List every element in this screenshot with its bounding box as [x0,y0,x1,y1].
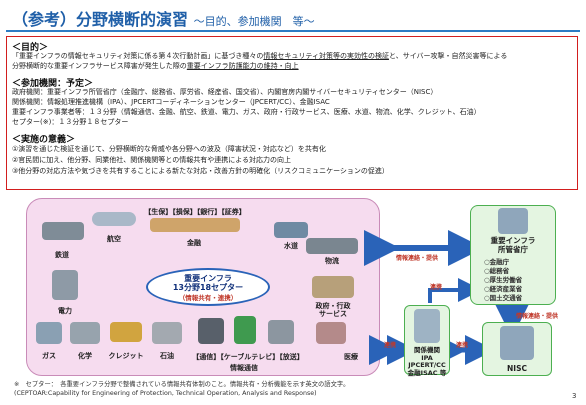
tag-nonlife-insurance: 【損保】 [172,208,197,216]
footnote-line-2: (CEPTOAR:Capability for Engineering of P… [14,389,317,397]
hub-title-line-1: 重要インフラ [184,274,232,283]
related-line-3: JPCERT/CC [408,361,446,369]
related-line-1: 関係機関 [414,346,440,354]
slide-header [0,0,586,34]
ministry-meti: ○経済産業省 [484,285,523,293]
airplane-icon [92,212,136,226]
arrow-related-ministries [428,278,482,303]
nisc-building-icon [500,326,534,360]
label-link-2: 連携 [456,342,469,349]
sector-chemical: 化学 [78,352,92,360]
chemical-plant-icon [70,322,100,344]
purpose-text-e: 重要インフラ防護能力の維持・向上 [186,62,299,70]
sector-oil: 石油 [160,352,174,360]
ceptoar-hub-subtitle: （情報共有・連携） [178,294,238,302]
ministries-title: 重要インフラ 所管省庁 [470,236,556,254]
power-tower-icon [52,270,78,300]
government-icon [312,276,354,298]
participants-line-1: 政府機関：重要インフラ所管省庁（金融庁、総務省、厚労省、経産省、国交省）、内閣官… [12,88,438,96]
ministry-mic: ○総務省 [484,267,510,275]
header-rule [6,30,580,32]
footnote: ※ セプター： 各重要インフラ分野で整備されている情報共有体制のこと。情報共有・… [14,381,349,398]
ministry-mhlw: ○厚生労働省 [484,276,523,284]
purpose-heading: ＜目的＞ [12,43,49,53]
finance-tags: 【生保】【損保】【銀行】【証券】 [140,207,250,217]
broadcast-icon [268,320,294,344]
tag-bank: 【銀行】 [196,208,222,216]
finance-icon [150,218,240,232]
title-subtitle: ～目的、参加機関 等～ [193,15,315,28]
hospital-icon [316,322,346,344]
ministry-fsa: ○金融庁 [484,258,510,266]
sector-gas: ガス [42,352,56,360]
sector-aviation: 航空 [107,235,121,243]
oil-refinery-icon [152,322,182,344]
page-number: 3 [572,392,577,400]
tag-securities: 【証券】 [221,208,246,216]
significance-line-2: ②官民間に加え、他分野、同業他社、関係機関等との情報共有や連携による対応力の向上 [12,156,291,164]
sector-gov-services: 政府・行政 サービス [315,302,351,318]
significance-line-1: ①演習を通じた検証を通じて、分野横断的な脅威や各分野への波及（障害状況・対応など… [12,145,326,153]
logistics-icon [306,238,358,254]
label-link-1: 連携 [384,342,397,349]
ceptoar-hub [146,268,270,306]
credit-card-icon [110,322,142,342]
footnote-line-1: ※ セプター： 各重要インフラ分野で整備されている情報共有体制のこと。情報共有・… [14,381,350,388]
info-box [6,36,578,190]
ministry-building-icon [498,208,528,234]
label-link-3: 連携 [430,284,443,291]
sector-electricity: 電力 [58,307,72,315]
sector-medical: 医療 [344,353,358,361]
sector-water: 水道 [284,242,298,250]
title-main: （参考）分野横断的演習 [12,10,189,29]
ministries-title-line-2: 所管省庁 [498,245,528,254]
purpose-text-a: 「重要インフラの情報セキュリティ対策に係る第４次行動計画」に基づき種々の [12,52,264,60]
purpose-text-c: と、サイバー攻撃・自然災害等による [388,52,508,60]
nisc-label: NISC [507,364,527,373]
label-info-share-2: 情報連絡・提供 [516,313,559,320]
purpose-line-2: 分野横断的な重要インフラサービス障害が発生した際の重要インフラ防護能力の維持・向… [12,62,299,71]
sector-railway: 鉄道 [55,251,69,259]
related-orgs-label: 関係機関 IPA JPCERT/CC 金融ISAC 等 [398,346,456,377]
sector-credit: クレジット [108,352,144,360]
gas-icon [36,322,62,344]
phone-icon [198,318,224,344]
cable-tv-icon [234,316,256,344]
significance-heading: ＜実施の意義＞ [12,135,76,145]
participants-heading: ＜参加機関：予定＞ [12,79,94,89]
telecom-tags: 【通信】【ケーブルテレビ】【放送】 [192,353,304,361]
purpose-text-b: 情報セキュリティ対策等の実効性の検証 [263,52,389,60]
participants-line-4: セプター(※)：１３分野１８セプター [12,118,129,126]
related-line-4: 金融ISAC 等 [407,368,447,377]
sector-telecom: 情報通信 [230,364,258,372]
purpose-line-1: 「重要インフラの情報セキュリティ対策に係る第４次行動計画」に基づき種々の情報セキ… [12,52,507,61]
related-line-2: IPA [421,353,433,362]
sector-logistics: 物流 [325,257,339,265]
related-building-icon [414,309,440,343]
railway-icon [42,222,84,240]
slide-title: （参考）分野横断的演習 ～目的、参加機関 等～ [12,6,315,30]
tag-life-insurance: 【生保】 [144,208,173,216]
significance-line-3: ③他分野の対応方法や気づきを共有することによる新たな対応・改善方針の明確化（リス… [12,167,389,175]
ministries-title-line-1: 重要インフラ [490,236,536,245]
label-info-share-1: 情報連絡・提供 [396,255,439,262]
participants-line-3: 重要インフラ事業者等：１３分野（情報通信、金融、航空、鉄道、電力、ガス、政府・行… [12,108,481,116]
water-icon [274,222,308,238]
hub-title-line-2: 13分野18セプター [172,283,244,292]
purpose-text-d: 分野横断的な重要インフラサービス障害が発生した際の [12,62,187,70]
participants-line-2: 関係機関：情報処理推進機構（IPA）、JPCERTコーディネーションセンター（J… [12,98,330,106]
ceptoar-hub-title: 重要インフラ 13分野18セプター [146,274,270,292]
ministry-mlit: ○国土交通省 [484,294,523,302]
sector-finance: 金融 [187,239,201,247]
